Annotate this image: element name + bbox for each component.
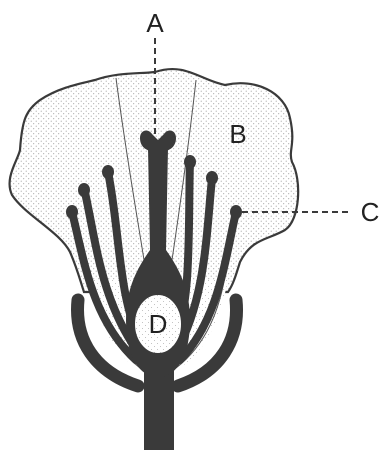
sepal-right [171,293,243,393]
label-b: B [229,119,246,149]
anther-right-1 [206,171,218,185]
anther-left-1 [78,183,90,197]
sepal-left [71,293,145,393]
stamen-right-2 [176,208,240,364]
stamen-left-2 [68,208,140,364]
label-c: C [361,197,380,227]
label-d: D [149,309,168,339]
anther-right-2 [230,205,242,219]
stigma [140,130,176,152]
anther-left-2 [66,205,78,219]
anther-left-3 [102,165,114,179]
ovary [133,293,183,355]
label-a: A [146,8,164,38]
anther-right-3 [184,155,196,169]
